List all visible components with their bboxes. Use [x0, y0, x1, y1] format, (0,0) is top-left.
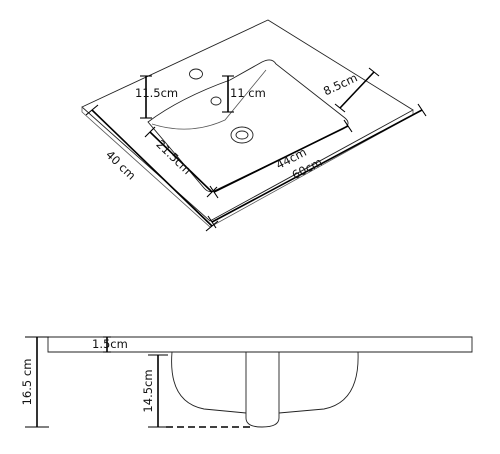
- dim-tick: [205, 220, 219, 232]
- dim-tick: [207, 215, 217, 229]
- side-bowl-outline-right: [278, 351, 359, 414]
- drain-inner: [235, 130, 249, 140]
- label-bowl-depth: 21.5cm: [153, 137, 194, 177]
- label-tap-offset: 11.5cm: [135, 86, 178, 100]
- label-total-height: 16.5 cm: [20, 359, 34, 406]
- side-view: 16.5 cm 14.5cm 1.5cm: [20, 336, 473, 428]
- label-bowl-height: 14.5cm: [141, 369, 155, 412]
- dim-tick: [209, 185, 219, 199]
- dim-tick: [368, 67, 380, 77]
- overflow-hole: [210, 96, 222, 106]
- dim-tick: [417, 103, 427, 117]
- bowl-inner-contour: [151, 69, 267, 130]
- tap-hole: [189, 68, 203, 80]
- dim-tick: [334, 103, 346, 113]
- top-view: 40 cm 60cm 21.5cm 44cm 8.5cm 11.5cm 11 c…: [81, 19, 427, 232]
- dim-line-depth-outer: [91, 109, 213, 227]
- bowl-outline: [147, 59, 349, 193]
- slab-outline: [47, 336, 473, 353]
- label-tap-to-bowl: 11 cm: [230, 86, 266, 100]
- dim-line-side-margin: [339, 71, 375, 109]
- side-bowl-outline: [171, 351, 247, 414]
- dim-tick: [343, 119, 353, 133]
- countertop-outline: [81, 19, 414, 222]
- dim-tick: [206, 186, 218, 198]
- dim-line-width-outer: [211, 109, 423, 223]
- dim-line-bowl-width: [213, 125, 349, 193]
- dim-tick: [85, 104, 99, 116]
- dim-tick: [144, 126, 156, 138]
- drain-outer: [230, 126, 254, 144]
- drain-pipe-outline: [245, 352, 280, 428]
- label-rim-thickness: 1.5cm: [92, 337, 128, 351]
- dim-line-bowl-depth: [149, 131, 213, 193]
